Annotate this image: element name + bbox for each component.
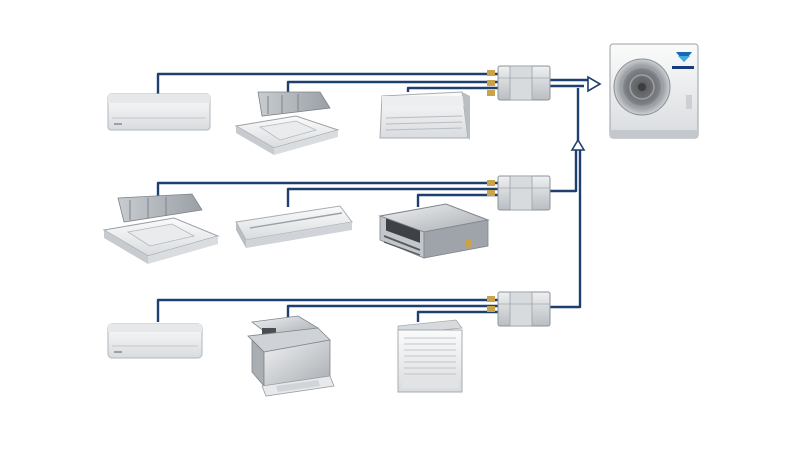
indoor-unit-floor-standing: [397, 319, 463, 393]
indoor-unit-wall-mounted-1: [107, 93, 211, 131]
indoor-unit-cassette-1: [234, 91, 340, 155]
outdoor-unit: [609, 43, 699, 139]
branch-box-2: [487, 175, 551, 211]
pipe-row1-unit1: [156, 72, 498, 94]
pipe-row3-main: [550, 150, 582, 309]
indoor-unit-ducted-1: [378, 203, 490, 259]
arrow-right-icon: [587, 75, 602, 93]
indoor-unit-ceiling-suspended-2: [235, 205, 353, 248]
pipe-row2-unit3: [416, 193, 498, 207]
pipe-row3-unit3: [416, 310, 498, 322]
indoor-unit-ducted-2: [247, 315, 335, 397]
refrigerant-pipes: [156, 72, 590, 322]
indoor-unit-cassette-2: [102, 193, 220, 264]
pipe-row3-unit1: [156, 298, 498, 322]
pipe-row2-unit2: [286, 187, 498, 207]
daikin-logo-icon: [672, 52, 694, 69]
pipe-row1-unit3: [406, 86, 498, 92]
indoor-unit-ceiling-suspended-1: [379, 91, 470, 140]
flow-arrows: [570, 75, 602, 151]
pipe-row2-unit1: [156, 181, 498, 198]
indoor-unit-wall-mounted-2: [107, 323, 203, 359]
pipe-row2-main: [550, 150, 578, 193]
branch-box-1: [487, 65, 551, 101]
arrow-up-icon: [570, 138, 586, 151]
pipe-row3-unit2: [286, 304, 498, 322]
branch-box-3: [487, 291, 551, 327]
